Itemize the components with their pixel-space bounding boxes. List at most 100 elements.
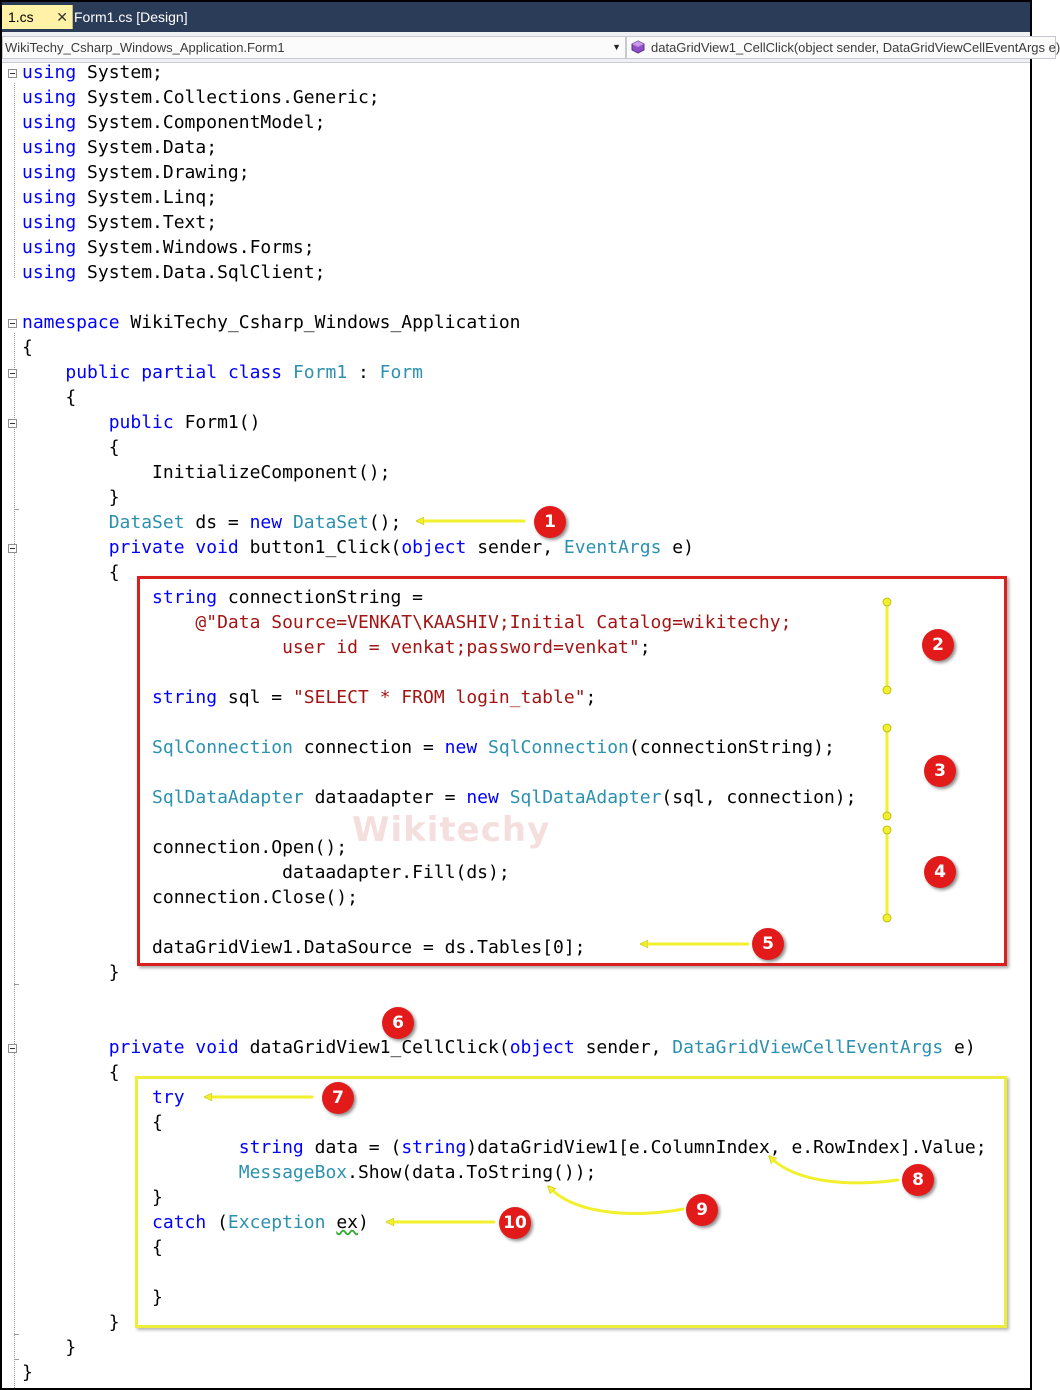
- code-line[interactable]: {: [22, 335, 33, 360]
- code-token: button1_Click(: [238, 537, 402, 558]
- badge-2: 2: [922, 629, 954, 661]
- code-token: {: [22, 437, 120, 458]
- collapse-icon[interactable]: [8, 544, 17, 553]
- code-token: private: [108, 1037, 185, 1058]
- code-token: partial: [141, 362, 218, 383]
- member-dropdown[interactable]: dataGridView1_CellClick(object sender, D…: [626, 36, 1060, 59]
- code-line[interactable]: using System.Data.SqlClient;: [22, 260, 325, 285]
- chevron-down-icon[interactable]: ▼: [612, 42, 621, 52]
- code-line[interactable]: public partial class Form1 : Form: [22, 360, 423, 385]
- code-token: ex: [336, 1212, 358, 1233]
- code-line[interactable]: {: [22, 385, 76, 410]
- code-token: public: [108, 412, 174, 433]
- code-token: [22, 587, 152, 608]
- code-token: {: [22, 387, 77, 408]
- code-line[interactable]: {: [22, 1235, 163, 1260]
- code-line[interactable]: InitializeComponent();: [22, 460, 390, 485]
- code-line[interactable]: public Form1(): [22, 410, 261, 435]
- badge-3: 3: [924, 755, 956, 787]
- code-line[interactable]: string sql = "SELECT * FROM login_table"…: [22, 685, 596, 710]
- tab-form1-design[interactable]: Form1.cs [Design]: [74, 9, 188, 25]
- code-line[interactable]: string data = (string)dataGridView1[e.Co…: [22, 1135, 987, 1160]
- code-line[interactable]: }: [22, 1310, 120, 1335]
- code-line[interactable]: private void button1_Click(object sender…: [22, 535, 694, 560]
- code-line[interactable]: private void dataGridView1_CellClick(obj…: [22, 1035, 976, 1060]
- code-token: .Show(data.ToString());: [347, 1162, 597, 1183]
- code-line[interactable]: using System.Text;: [22, 210, 217, 235]
- code-line[interactable]: DataSet ds = new DataSet();: [22, 510, 402, 535]
- code-token: SqlDataAdapter: [509, 787, 662, 808]
- code-line[interactable]: }: [22, 1285, 163, 1310]
- code-line[interactable]: }: [22, 960, 120, 985]
- code-editor[interactable]: using System;using System.Collections.Ge…: [2, 60, 1030, 1388]
- code-token: using: [22, 212, 77, 233]
- code-token: using: [22, 112, 77, 133]
- code-token: System;: [76, 62, 163, 83]
- code-line[interactable]: string connectionString =: [22, 585, 423, 610]
- code-line[interactable]: using System;: [22, 60, 163, 85]
- collapse-icon[interactable]: [8, 69, 17, 78]
- method-icon: [631, 40, 645, 54]
- code-token: }: [22, 1362, 33, 1383]
- tab-form1-cs[interactable]: 1.cs ✕: [2, 5, 73, 29]
- badge-1: 1: [534, 506, 566, 538]
- code-token: object: [401, 537, 467, 558]
- code-token: [22, 737, 152, 758]
- code-line[interactable]: connection.Close();: [22, 885, 358, 910]
- code-token: )dataGridView1[e.ColumnIndex, e.RowIndex…: [466, 1137, 987, 1158]
- code-line[interactable]: {: [22, 1110, 163, 1135]
- code-token: ;: [639, 637, 651, 658]
- code-token: [282, 512, 293, 533]
- code-token: [22, 1037, 109, 1058]
- collapse-icon[interactable]: [8, 1044, 17, 1053]
- outline-end: [14, 1359, 19, 1360]
- code-line[interactable]: }: [22, 1335, 76, 1360]
- code-line[interactable]: dataadapter.Fill(ds);: [22, 860, 510, 885]
- code-line[interactable]: try: [22, 1085, 185, 1110]
- code-line[interactable]: SqlConnection connection = new SqlConnec…: [22, 735, 835, 760]
- code-token: class: [227, 362, 283, 383]
- code-token: connection.Open();: [22, 837, 348, 858]
- code-line[interactable]: MessageBox.Show(data.ToString());: [22, 1160, 597, 1185]
- code-token: SqlConnection: [488, 737, 629, 758]
- code-token: System.Data.SqlClient;: [76, 262, 326, 283]
- badge-4: 4: [924, 856, 956, 888]
- code-token: {: [22, 562, 120, 583]
- code-token: [22, 687, 152, 708]
- code-line[interactable]: {: [22, 560, 120, 585]
- code-line[interactable]: @"Data Source=VENKAT\KAASHIV;Initial Cat…: [22, 610, 791, 635]
- code-line[interactable]: using System.Collections.Generic;: [22, 85, 380, 110]
- code-token: [22, 362, 65, 383]
- code-line[interactable]: }: [22, 1360, 33, 1385]
- code-line[interactable]: namespace WikiTechy_Csharp_Windows_Appli…: [22, 310, 521, 335]
- code-line[interactable]: }: [22, 485, 120, 510]
- code-line[interactable]: using System.Drawing;: [22, 160, 250, 185]
- code-token: [22, 512, 109, 533]
- member-dropdown-value: dataGridView1_CellClick(object sender, D…: [651, 40, 1060, 55]
- code-token: System.Windows.Forms;: [76, 237, 315, 258]
- code-token: EventArgs: [563, 537, 662, 558]
- code-line[interactable]: SqlDataAdapter dataadapter = new SqlData…: [22, 785, 856, 810]
- code-token: System.Data;: [76, 137, 218, 158]
- code-line[interactable]: using System.Data;: [22, 135, 217, 160]
- code-line[interactable]: }: [22, 1185, 163, 1210]
- collapse-icon[interactable]: [8, 319, 17, 328]
- outline-guide: [14, 83, 15, 278]
- code-line[interactable]: using System.ComponentModel;: [22, 110, 325, 135]
- code-line[interactable]: dataGridView1.DataSource = ds.Tables[0];: [22, 935, 586, 960]
- code-line[interactable]: catch (Exception ex): [22, 1210, 369, 1235]
- collapse-icon[interactable]: [8, 369, 17, 378]
- class-dropdown[interactable]: WikiTechy_Csharp_Windows_Application.For…: [2, 36, 626, 59]
- close-icon[interactable]: ✕: [56, 9, 68, 25]
- code-line[interactable]: using System.Windows.Forms;: [22, 235, 315, 260]
- code-line[interactable]: using System.Linq;: [22, 185, 217, 210]
- code-token: [22, 412, 109, 433]
- code-token: public: [65, 362, 131, 383]
- code-line[interactable]: connection.Open();: [22, 835, 347, 860]
- code-line[interactable]: {: [22, 435, 120, 460]
- code-line[interactable]: user id = venkat;password=venkat";: [22, 635, 651, 660]
- code-line[interactable]: {: [22, 1060, 120, 1085]
- code-token: private: [108, 537, 185, 558]
- badge-10: 10: [499, 1207, 531, 1239]
- collapse-icon[interactable]: [8, 419, 17, 428]
